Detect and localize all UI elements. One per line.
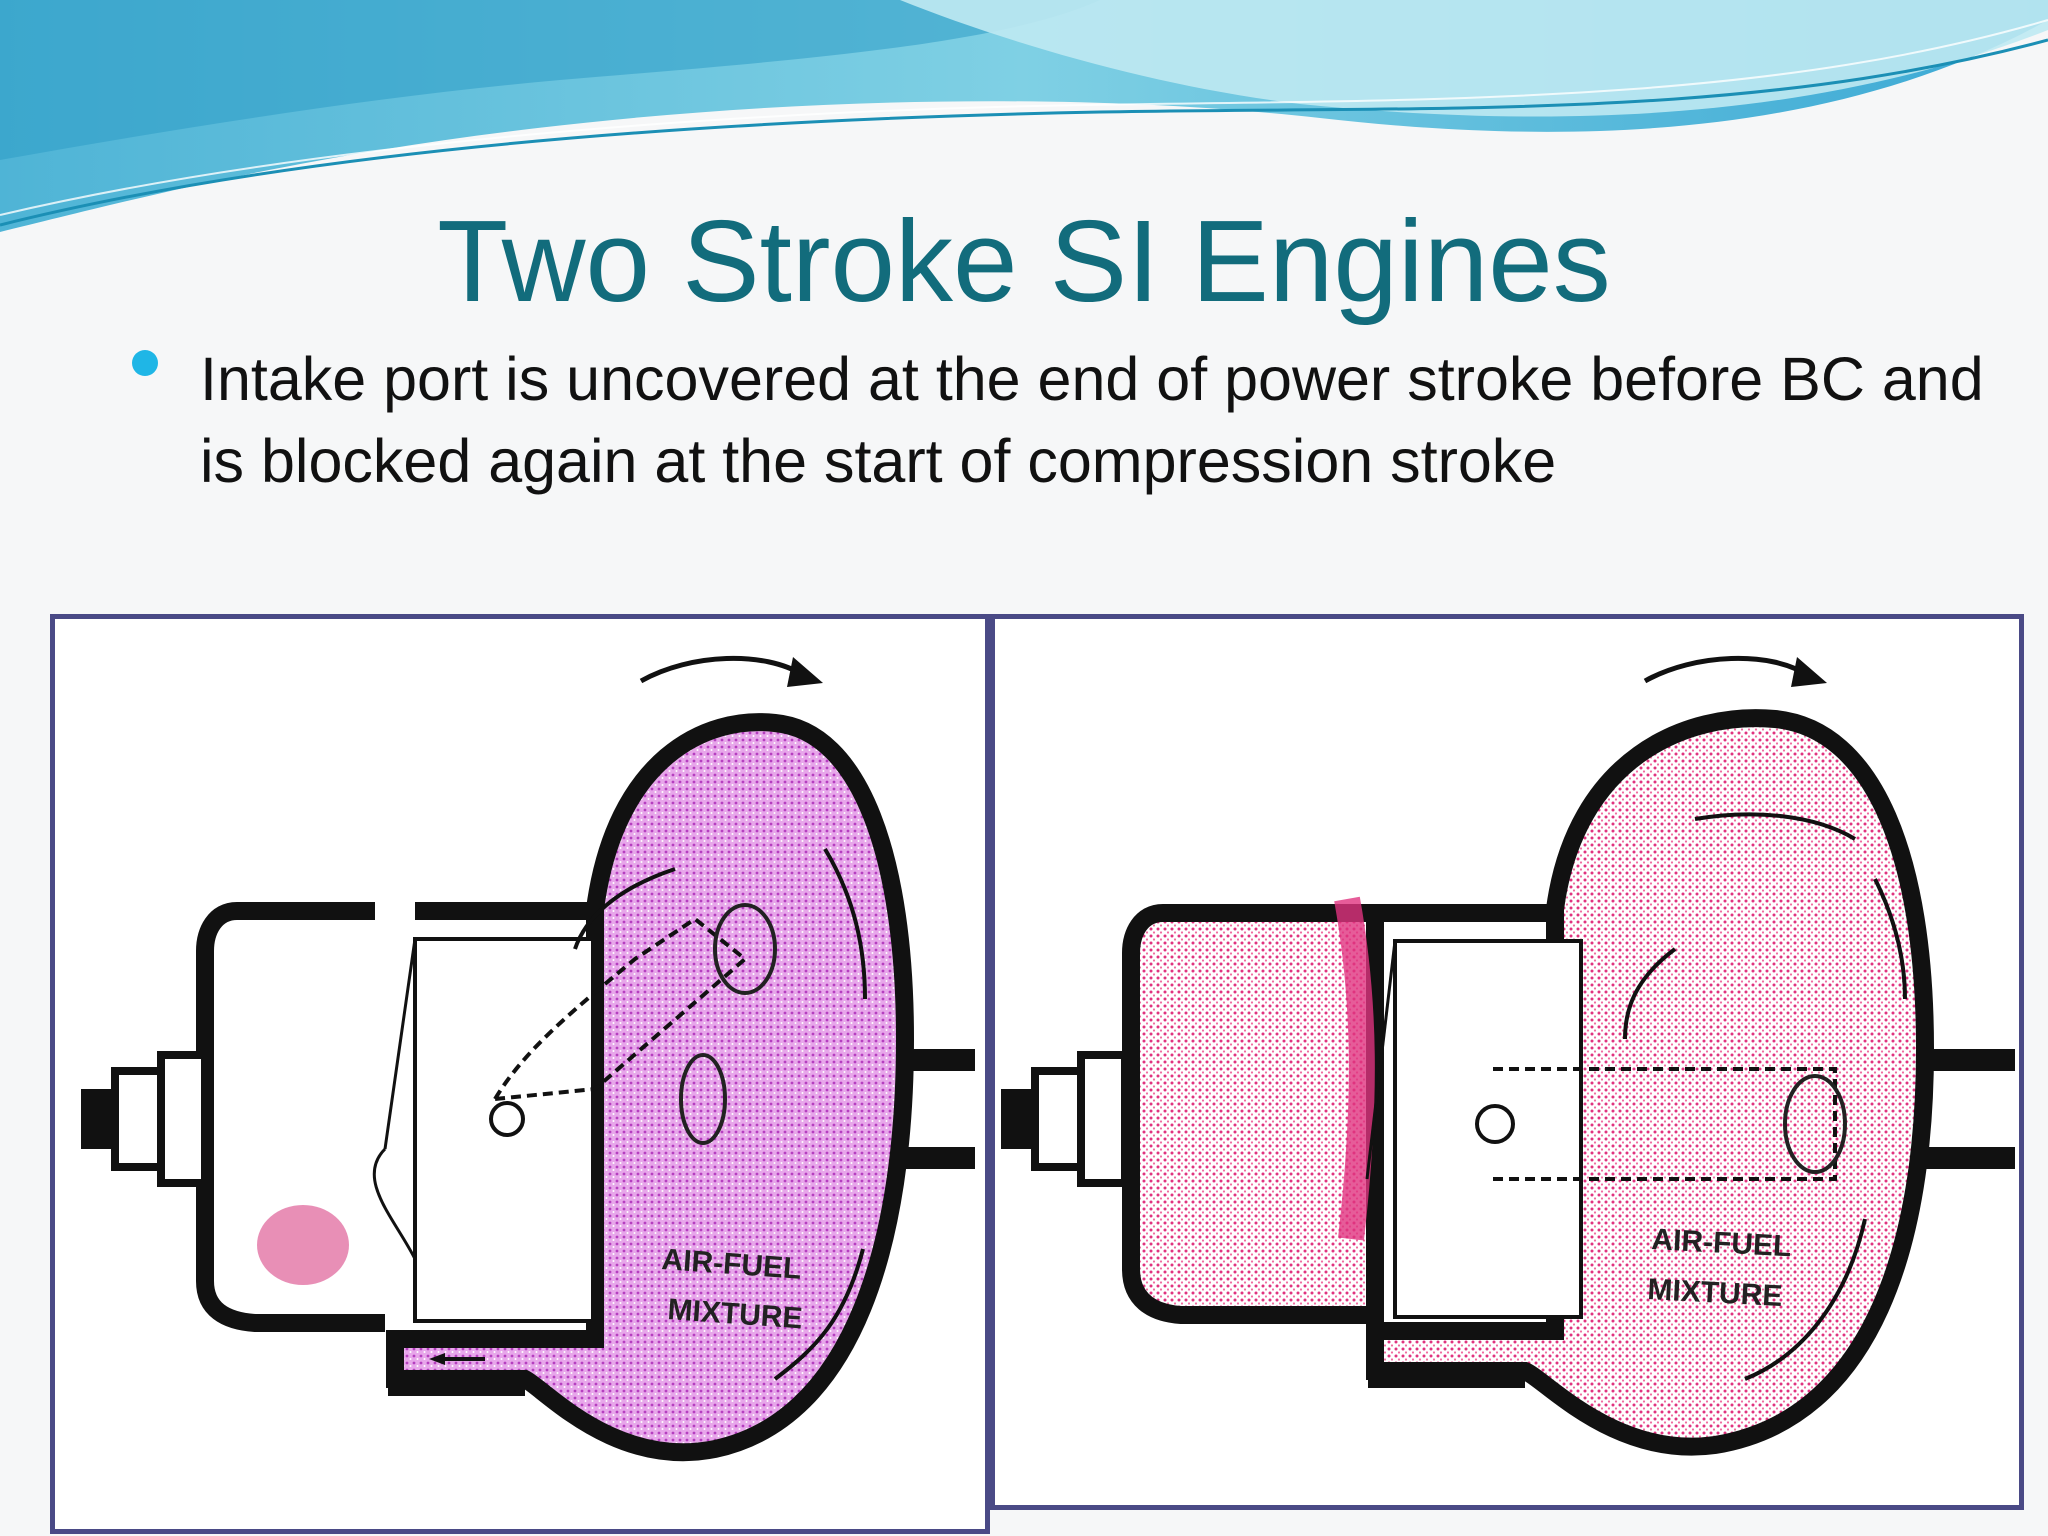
- crankcase: [1366, 709, 1935, 1456]
- engine-diagram-intake-uncovered: AIR-FUEL MIXTURE: [50, 614, 990, 1534]
- crankcase: [386, 713, 915, 1462]
- cylinder-wall: [196, 902, 385, 1332]
- spark-plug: [1001, 1089, 1035, 1149]
- spark-plug: [81, 1089, 115, 1149]
- mixture-label-line2: MIXTURE: [1647, 1273, 1784, 1313]
- piston: [413, 937, 595, 1323]
- slide-title: Two Stroke SI Engines: [437, 196, 1611, 326]
- piston: [1393, 939, 1583, 1319]
- engine-diagram-intake-blocked: AIR-FUEL MIXTURE: [990, 614, 2024, 1510]
- mixture-label-line1: AIR-FUEL: [1651, 1223, 1793, 1263]
- header-wave-decoration: [0, 0, 2048, 232]
- bullet-dot-icon: [132, 350, 158, 376]
- connecting-rod: [491, 916, 749, 1102]
- cylinder-wall: [1122, 904, 1384, 1324]
- bullet-text: Intake port is uncovered at the end of p…: [200, 345, 1984, 495]
- rotation-arrow-icon: [1643, 655, 1809, 684]
- rotation-arrow-icon: [639, 655, 805, 684]
